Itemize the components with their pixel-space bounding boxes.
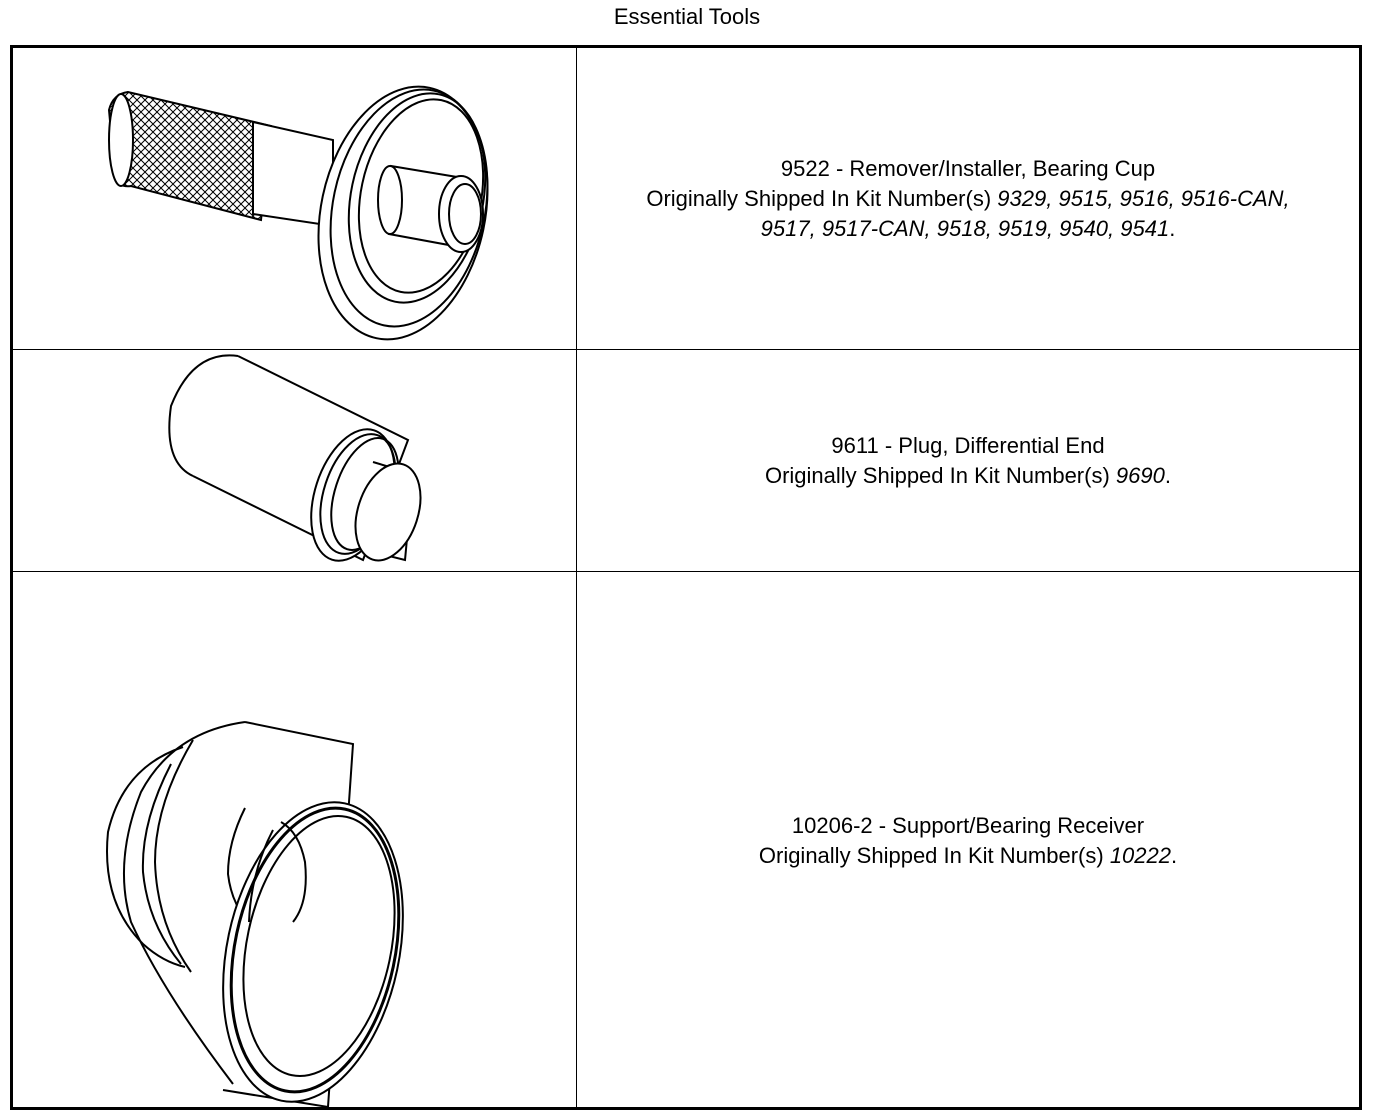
tool-image-cell xyxy=(13,350,577,571)
tool-image-cell xyxy=(13,572,577,1110)
tool-name: 10206-2 - Support/Bearing Receiver xyxy=(791,813,1145,838)
tool-description-cell: 9522 - Remover/Installer, Bearing Cup Or… xyxy=(577,48,1359,349)
kit-numbers: 9690 xyxy=(1115,462,1165,488)
differential-plug-illustration xyxy=(168,354,422,562)
page-title: Essential Tools xyxy=(613,4,761,29)
bearing-receiver-illustration xyxy=(106,721,404,1109)
kit-suffix: . xyxy=(1169,215,1176,241)
kit-suffix: . xyxy=(1164,462,1171,488)
kit-suffix: . xyxy=(1171,843,1178,868)
tool-description: 9522 - Remover/Installer, Bearing Cup Or… xyxy=(588,154,1348,244)
kit-line: 9517, 9517-CAN, 9518, 9519, 9540, 9541. xyxy=(588,214,1348,244)
kit-prefix: Originally Shipped In Kit Number(s) xyxy=(758,843,1104,868)
kit-numbers: 9329, 9515, 9516, 9516-CAN, xyxy=(997,185,1290,211)
table-row: 9611 - Plug, Differential End Originally… xyxy=(13,349,1359,571)
kit-numbers: 9517, 9517-CAN, 9518, 9519, 9540, 9541 xyxy=(760,215,1170,241)
kit-line: Originally Shipped In Kit Number(s) 9690… xyxy=(588,461,1348,491)
tool-description: 10206-2 - Support/Bearing Receiver Origi… xyxy=(588,811,1348,871)
tool-name: 9522 - Remover/Installer, Bearing Cup xyxy=(780,155,1156,181)
tool-name: 9611 - Plug, Differential End xyxy=(831,432,1105,458)
bearing-cup-installer-illustration xyxy=(107,85,489,341)
kit-prefix: Originally Shipped In Kit Number(s) xyxy=(646,185,992,211)
kit-prefix: Originally Shipped In Kit Number(s) xyxy=(764,462,1110,488)
table-row: 9522 - Remover/Installer, Bearing Cup Or… xyxy=(13,48,1359,349)
tool-image-cell xyxy=(13,48,577,349)
kit-numbers: 10222 xyxy=(1109,843,1171,868)
tool-description: 9611 - Plug, Differential End Originally… xyxy=(588,431,1348,491)
kit-line: Originally Shipped In Kit Number(s) 1022… xyxy=(588,841,1348,871)
kit-line: Originally Shipped In Kit Number(s) 9329… xyxy=(588,184,1348,214)
tools-table: 9522 - Remover/Installer, Bearing Cup Or… xyxy=(10,45,1362,1110)
tool-description-cell: 10206-2 - Support/Bearing Receiver Origi… xyxy=(577,572,1359,1110)
table-row: 10206-2 - Support/Bearing Receiver Origi… xyxy=(13,571,1359,1110)
tool-description-cell: 9611 - Plug, Differential End Originally… xyxy=(577,350,1359,571)
